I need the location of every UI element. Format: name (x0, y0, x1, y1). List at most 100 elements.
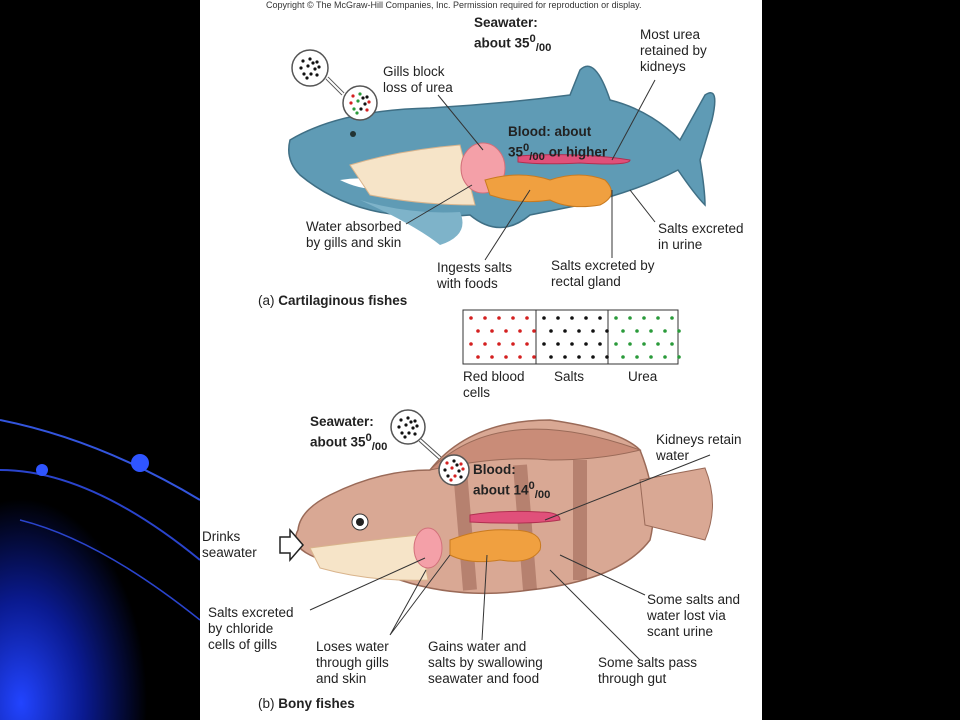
seawater-salt-dot (411, 426, 415, 430)
label-line: cells of gills (208, 637, 278, 652)
salt-dot (563, 329, 567, 333)
red-blood-cell-dot (532, 329, 536, 333)
seawater-salt-dot (407, 431, 411, 435)
red-blood-cell-dot (525, 316, 529, 320)
unit-sub: /00 (371, 441, 388, 454)
red-blood-cell-dot (504, 355, 508, 359)
bony-urine-label: Some salts and water lost via scant urin… (647, 592, 740, 640)
red-blood-cell-dot (476, 355, 480, 359)
shark-illustration (288, 49, 716, 245)
shark-ingests-label: Ingests salts with foods (437, 260, 512, 292)
shark-blood-circle (342, 85, 378, 121)
red-blood-cell-dot (483, 342, 487, 346)
salt-dot (556, 316, 560, 320)
shark-kidney (517, 154, 631, 165)
salt-dot (605, 329, 609, 333)
seawater-salt-dot (315, 60, 319, 64)
shark-seawater-circle (291, 49, 329, 87)
caption-title: Bony fishes (278, 696, 355, 711)
bony-gut-label: Some salts pass through gut (598, 655, 697, 687)
shark-seawater-value: about 35 (474, 35, 530, 51)
bony-gills (413, 527, 443, 569)
blood-particle-dot (355, 111, 359, 115)
unit-sub: /00 (529, 151, 545, 164)
red-blood-cell-dot (504, 329, 508, 333)
salt-dot (605, 355, 609, 359)
red-blood-cell-dot (525, 342, 529, 346)
red-blood-cell-dot (490, 355, 494, 359)
salt-dot (577, 329, 581, 333)
bony-seawater-value: about 35 (310, 434, 366, 450)
urea-dot (677, 355, 681, 359)
blood-particle-dot (446, 474, 450, 478)
bony-kidney (469, 510, 561, 524)
salt-dot (584, 316, 588, 320)
urea-dot (642, 342, 646, 346)
label-line: in urine (658, 237, 703, 252)
label-line: retained by (640, 43, 707, 58)
shark-urea-label: Most urea retained by kidneys (640, 27, 707, 75)
bony-kidneys-label: Kidneys retain water (656, 432, 742, 464)
legend (462, 309, 681, 365)
salt-dot (591, 329, 595, 333)
bony-drinks-label: Drinks seawater (202, 529, 257, 561)
blood-particle-dot (457, 469, 461, 473)
unit-sup: 0 (529, 33, 536, 45)
red-blood-cell-dot (476, 329, 480, 333)
urea-dot (677, 329, 681, 333)
label-line: through gut (598, 671, 667, 686)
bony-dorsal-fin (428, 428, 642, 471)
shark-rectal-gland-label: Salts excreted by rectal gland (551, 258, 655, 290)
legend-salts-label: Salts (554, 369, 585, 384)
blood-particle-dot (453, 474, 457, 478)
label-line: Red blood (463, 369, 525, 384)
bony-fish-illustration (279, 409, 713, 595)
blood-particle-dot (450, 466, 454, 470)
red-blood-cell-dot (469, 316, 473, 320)
decorative-arc (19, 519, 201, 621)
shark-gut (484, 174, 612, 208)
label-line: seawater (202, 545, 257, 560)
drinks-arrow (279, 527, 304, 563)
fish-illustration (279, 49, 716, 661)
shark-blood-line2: or higher (544, 144, 608, 160)
urea-dot (642, 316, 646, 320)
bony-mouth-cavity (309, 534, 429, 581)
bony-seawater-circle (390, 409, 426, 445)
red-blood-cell-dot (518, 329, 522, 333)
blood-particle-dot (361, 96, 365, 100)
seawater-salt-dot (315, 73, 319, 77)
salt-dot (584, 342, 588, 346)
red-blood-cell-dot (511, 316, 515, 320)
shark-blood-line1: Blood: about (508, 124, 592, 139)
seawater-salt-dot (313, 67, 317, 71)
unit-sup: 0 (523, 142, 530, 154)
label-line: Gains water and (428, 639, 527, 654)
seawater-salt-dot (302, 72, 306, 76)
salt-dot (591, 355, 595, 359)
red-blood-cell-dot (469, 342, 473, 346)
blood-particle-dot (352, 107, 356, 111)
urea-dot (628, 316, 632, 320)
unit-sup: 0 (365, 432, 372, 444)
red-blood-cell-dot (497, 316, 501, 320)
seawater-salt-dot (413, 432, 417, 436)
blood-particle-dot (459, 462, 463, 466)
urea-dot (635, 329, 639, 333)
urea-dot (649, 355, 653, 359)
blood-particle-dot (443, 468, 447, 472)
label-line: scant urine (647, 624, 714, 639)
red-blood-cell-dot (490, 329, 494, 333)
salt-dot (598, 342, 602, 346)
shark-water-absorbed-label: Water absorbed by gills and skin (306, 219, 402, 251)
label-line: Ingests salts (437, 260, 513, 275)
urea-dot (663, 329, 667, 333)
salt-dot (570, 342, 574, 346)
label-line: Drinks (202, 529, 241, 544)
label-line: water lost via (647, 608, 726, 623)
blue-glow (0, 380, 210, 720)
seawater-salt-dot (400, 431, 404, 435)
seawater-salt-dot (299, 66, 303, 70)
bony-seawater-label: Seawater: about 350/00 (310, 414, 387, 455)
label-line: Some salts pass (598, 655, 698, 670)
